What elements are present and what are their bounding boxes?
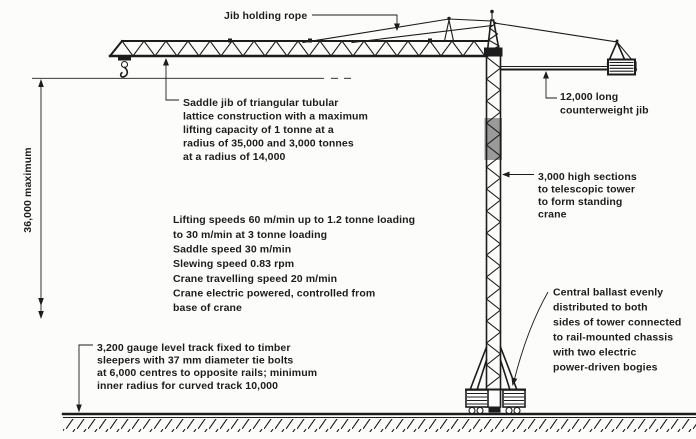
annotation-jib-holding-rope: Jib holding rope (224, 10, 400, 31)
central-ballast-text: with two electric (552, 347, 636, 359)
arrow-down-icon (511, 377, 518, 386)
counterweight-jib (500, 39, 637, 76)
trolley (118, 56, 131, 61)
jib-holding-ropes (302, 18, 618, 44)
height-dimension: 36,000 maximum (22, 77, 351, 319)
counterweight-jib-text: 12,000 long (560, 91, 618, 103)
hook-icon (119, 66, 129, 78)
tower-lattice (485, 56, 502, 388)
annotation-central-ballast: Central ballast evenly distributed to bo… (511, 287, 681, 386)
holding-rope-front (302, 18, 492, 44)
saddle-jib-text: lifting capacity of 1 tonne at a (183, 124, 334, 136)
annotation-counterweight-jib: 12,000 long counterweight jib (543, 71, 649, 117)
bogie-motor-box (488, 406, 501, 413)
track-text: inner radius for curved track 10,000 (97, 380, 278, 392)
arrow-left-icon (502, 171, 510, 178)
jib-fitting (228, 38, 232, 43)
central-ballast-text: to rail-mounted chassis (553, 332, 673, 344)
tower-sections-text: to telescopic tower (538, 184, 635, 196)
speeds-text: Slewing speed 0.83 rpm (173, 258, 294, 270)
saddle-jib-text: at a radius of 14,000 (183, 151, 286, 163)
speeds-text: to 30 m/min at 3 tonne loading (173, 229, 327, 241)
tower-sections-text: 3,000 high sections (538, 171, 637, 183)
counterweight-jib-text: counterweight jib (560, 105, 649, 117)
tower-sections-text: to form standing (538, 196, 622, 208)
central-ballast-text: distributed to both (553, 302, 648, 314)
jib-fitting (428, 38, 432, 43)
counterweight-block (607, 58, 636, 76)
crane-base (465, 345, 526, 415)
central-ballast-text: power-driven bogies (553, 362, 658, 374)
speeds-text: base of crane (173, 302, 242, 314)
ground-hatching (63, 419, 696, 432)
arrow-up-icon (38, 79, 44, 87)
ballast-stack-left (465, 389, 489, 408)
base-legs (468, 345, 519, 392)
hook-block (118, 56, 131, 78)
central-ballast-text: Central ballast evenly (553, 287, 663, 299)
jib-fitting (308, 38, 312, 43)
annotation-saddle-jib: Saddle jib of triangular tubular lattice… (163, 58, 368, 163)
track-text: sleepers with 37 mm diameter tie bolts (97, 355, 293, 367)
holding-rope-rear (351, 24, 494, 44)
jib-holding-rope-label: Jib holding rope (224, 10, 307, 22)
arrow-down-icon (38, 298, 44, 306)
saddle-jib-text: radius of 35,000 and 3,000 tonnes (183, 138, 354, 150)
bogie-wheel (468, 406, 476, 415)
arrow-down-icon (38, 311, 44, 319)
central-ballast-text: sides of tower connected (553, 317, 681, 329)
speeds-text: Lifting speeds 60 m/min up to 1.2 tonne … (173, 214, 415, 226)
tower-sections-text: crane (538, 209, 567, 221)
annotation-tower-sections: 3,000 high sections to telescopic tower … (502, 171, 637, 221)
bogie-wheel (505, 406, 513, 415)
arrow-up-icon (163, 58, 169, 66)
saddle-jib-text: Saddle jib of triangular tubular (183, 97, 338, 109)
ballast-stack-right (502, 389, 526, 408)
bogie-wheel (513, 406, 521, 415)
arrow-down-icon (76, 404, 82, 413)
slewing-gusset (484, 47, 503, 57)
arrow-up-icon (543, 71, 549, 79)
speeds-text: Crane electric powered, controlled from (173, 288, 375, 300)
arrow-down-icon (394, 23, 400, 31)
saddle-jib-text: lattice construction with a maximum (183, 111, 368, 123)
saddle-jib (108, 16, 489, 78)
annotation-speeds: Lifting speeds 60 m/min up to 1.2 tonne … (173, 214, 415, 314)
speeds-text: Crane travelling speed 20 m/min (173, 273, 337, 285)
ground (61, 412, 696, 432)
speeds-text: Saddle speed 30 m/min (173, 244, 291, 256)
jib-lattice (121, 40, 486, 57)
counterweight-tie-rope (493, 22, 618, 43)
annotation-track: 3,200 gauge level track fixed to timber … (76, 342, 317, 413)
track-text: 3,200 gauge level track fixed to timber (97, 342, 291, 354)
bogie-wheel (476, 406, 484, 415)
max-height-label: 36,000 maximum (22, 147, 34, 232)
track-text: at 6,000 centres to opposite rails; mini… (97, 367, 317, 379)
tower-apex (484, 9, 503, 57)
